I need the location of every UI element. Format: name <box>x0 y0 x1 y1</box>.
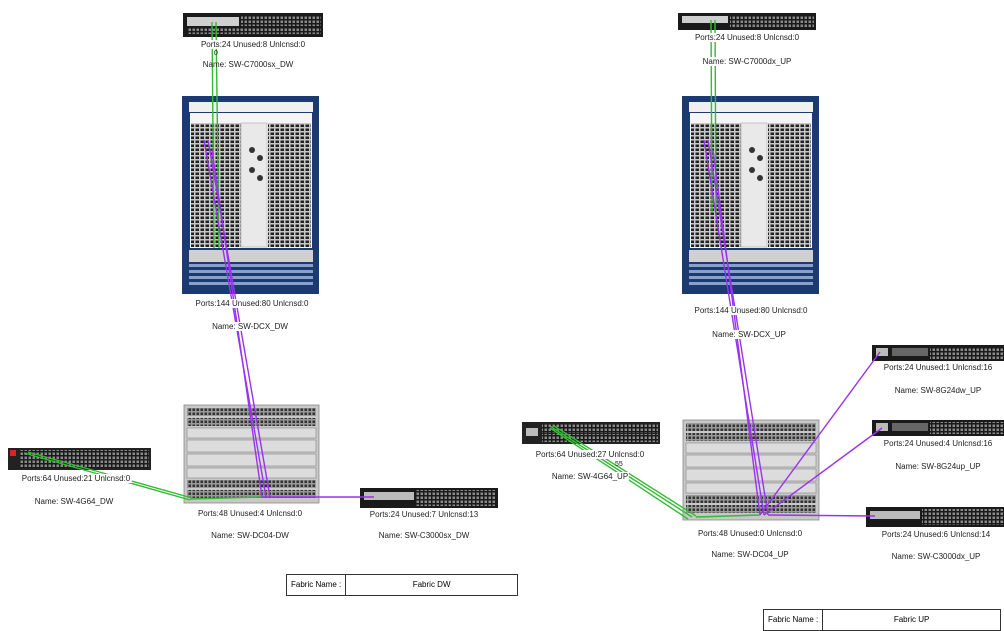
switch-8g24dw-up[interactable] <box>872 345 1004 361</box>
name-label-dcx-up: Name: SW-DCX_UP <box>711 330 787 339</box>
ports-label-dcx-up: Ports:144 Unused:80 Unlcnsd:0 <box>693 306 809 315</box>
name-label-c7000-up: Name: SW-C7000dx_UP <box>701 57 793 66</box>
name-label-c7000-dw: Name: SW-C7000sx_DW <box>202 60 294 69</box>
ports-label-4g64-up: Ports:64 Unused:27 Unlcnsd:0 <box>534 450 646 459</box>
name-label-4g64-up: Name: SW-4G64_UP <box>550 472 630 481</box>
link-mark-up: 55 <box>615 461 623 468</box>
name-label-dc04-up: Name: SW-DC04_UP <box>711 550 789 559</box>
chassis-dcx-dw[interactable] <box>182 96 319 294</box>
fabric-legend-dw: Fabric Name : Fabric DW <box>286 574 518 596</box>
switch-c7000-dw[interactable] <box>183 13 323 37</box>
link-mark-dw: 0 <box>214 50 218 57</box>
ports-label-dc04-dw: Ports:48 Unused:4 Unlcnsd:0 <box>196 509 304 518</box>
name-label-8g24dw-up: Name: SW-8G24dw_UP <box>893 386 983 395</box>
chassis-dcx-up[interactable] <box>682 96 819 294</box>
name-label-c3000-up: Name: SW-C3000dx_UP <box>891 552 981 561</box>
name-label-8g24up-up: Name: SW-8G24up_UP <box>894 462 982 471</box>
switch-c3000-up[interactable] <box>866 507 1004 527</box>
name-label-dcx-dw: Name: SW-DCX_DW <box>211 322 289 331</box>
fabric-legend-value: Fabric DW <box>412 580 451 589</box>
ports-label-c3000-dw: Ports:24 Unused:7 Unlcnsd:13 <box>369 510 479 519</box>
switch-c7000-up[interactable] <box>678 13 816 30</box>
switch-4g64-up[interactable] <box>522 422 660 444</box>
fabric-legend-up: Fabric Name : Fabric UP <box>763 609 1001 631</box>
fabric-legend-key: Fabric Name : <box>764 610 824 630</box>
ports-label-c7000-up: Ports:24 Unused:8 Unlcnsd:0 <box>693 33 801 42</box>
ports-label-8g24dw-up: Ports:24 Unused:1 Unlcnsd:16 <box>882 363 994 372</box>
ports-label-dcx-dw: Ports:144 Unused:80 Unlcnsd:0 <box>194 299 310 308</box>
fabric-legend-key: Fabric Name : <box>287 575 347 595</box>
ports-label-c7000-dw: Ports:24 Unused:8 Unlcnsd:0 <box>199 40 307 49</box>
name-label-c3000-dw: Name: SW-C3000sx_DW <box>378 531 470 540</box>
name-label-4g64-dw: Name: SW-4G64_DW <box>34 497 114 506</box>
fabric-legend-value: Fabric UP <box>893 615 930 624</box>
ports-label-dc04-up: Ports:48 Unused:0 Unlcnsd:0 <box>697 529 803 538</box>
ports-label-4g64-dw: Ports:64 Unused:21 Unlcnsd:0 <box>20 474 132 483</box>
ports-label-c3000-up: Ports:24 Unused:6 Unlcnsd:14 <box>881 530 991 539</box>
switch-4g64-dw[interactable] <box>8 448 151 470</box>
name-label-dc04-dw: Name: SW-DC04-DW <box>211 531 289 540</box>
switch-c3000-dw[interactable] <box>360 488 498 508</box>
switch-8g24up-up[interactable] <box>872 420 1004 436</box>
ports-label-8g24up-up: Ports:24 Unused:4 Unlcnsd:16 <box>882 439 994 448</box>
